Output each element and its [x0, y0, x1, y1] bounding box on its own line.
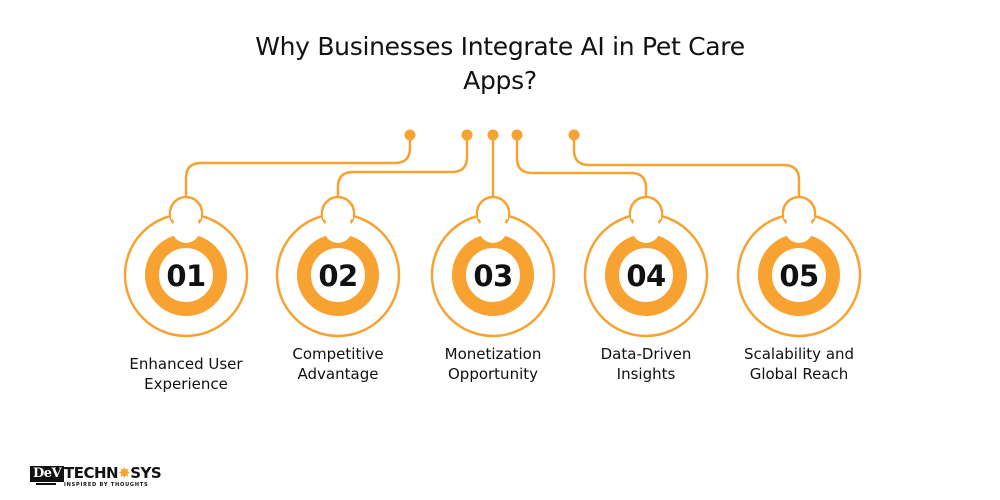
brand-logo: DeV TECHN✸SYS INSPIRED BY THOUGHTS: [30, 464, 162, 490]
title-line-1: Why Businesses Integrate AI in Pet Care: [255, 32, 745, 61]
logo-monitor-icon: DeV: [30, 466, 65, 482]
item-label-3: Monetization Opportunity: [444, 345, 542, 383]
dot-5: [568, 129, 580, 141]
connector-dots: [404, 129, 580, 141]
item-label-1: Enhanced User Experience: [129, 355, 243, 393]
connector-2: [336, 135, 469, 200]
logo-wordmark: TECHN✸SYS: [64, 464, 162, 482]
connector-lines: [184, 135, 801, 200]
dot-3: [487, 129, 499, 141]
item-number-5: 05: [779, 259, 819, 293]
item-number-2: 02: [318, 259, 358, 293]
dot-1: [404, 129, 416, 141]
gear-icon: ✸: [118, 464, 131, 482]
item-label-5: Scalability and Global Reach: [743, 345, 855, 383]
title-line-2: Apps?: [463, 66, 537, 95]
connector-1: [184, 135, 412, 200]
item-number-4: 04: [626, 259, 666, 293]
dot-4: [511, 129, 523, 141]
item-label-2: Competitive Advantage: [292, 345, 384, 383]
logo-monitor-stand: [36, 483, 56, 485]
logo-tagline: INSPIRED BY THOUGHTS: [64, 482, 149, 488]
page-title: Why Businesses Integrate AI in Pet Care …: [200, 30, 800, 98]
connector-4: [515, 135, 648, 200]
connector-5: [572, 135, 801, 200]
item-label-4: Data-Driven Insights: [600, 345, 692, 383]
dot-2: [461, 129, 473, 141]
item-number-1: 01: [166, 259, 206, 293]
item-number-3: 03: [473, 259, 513, 293]
